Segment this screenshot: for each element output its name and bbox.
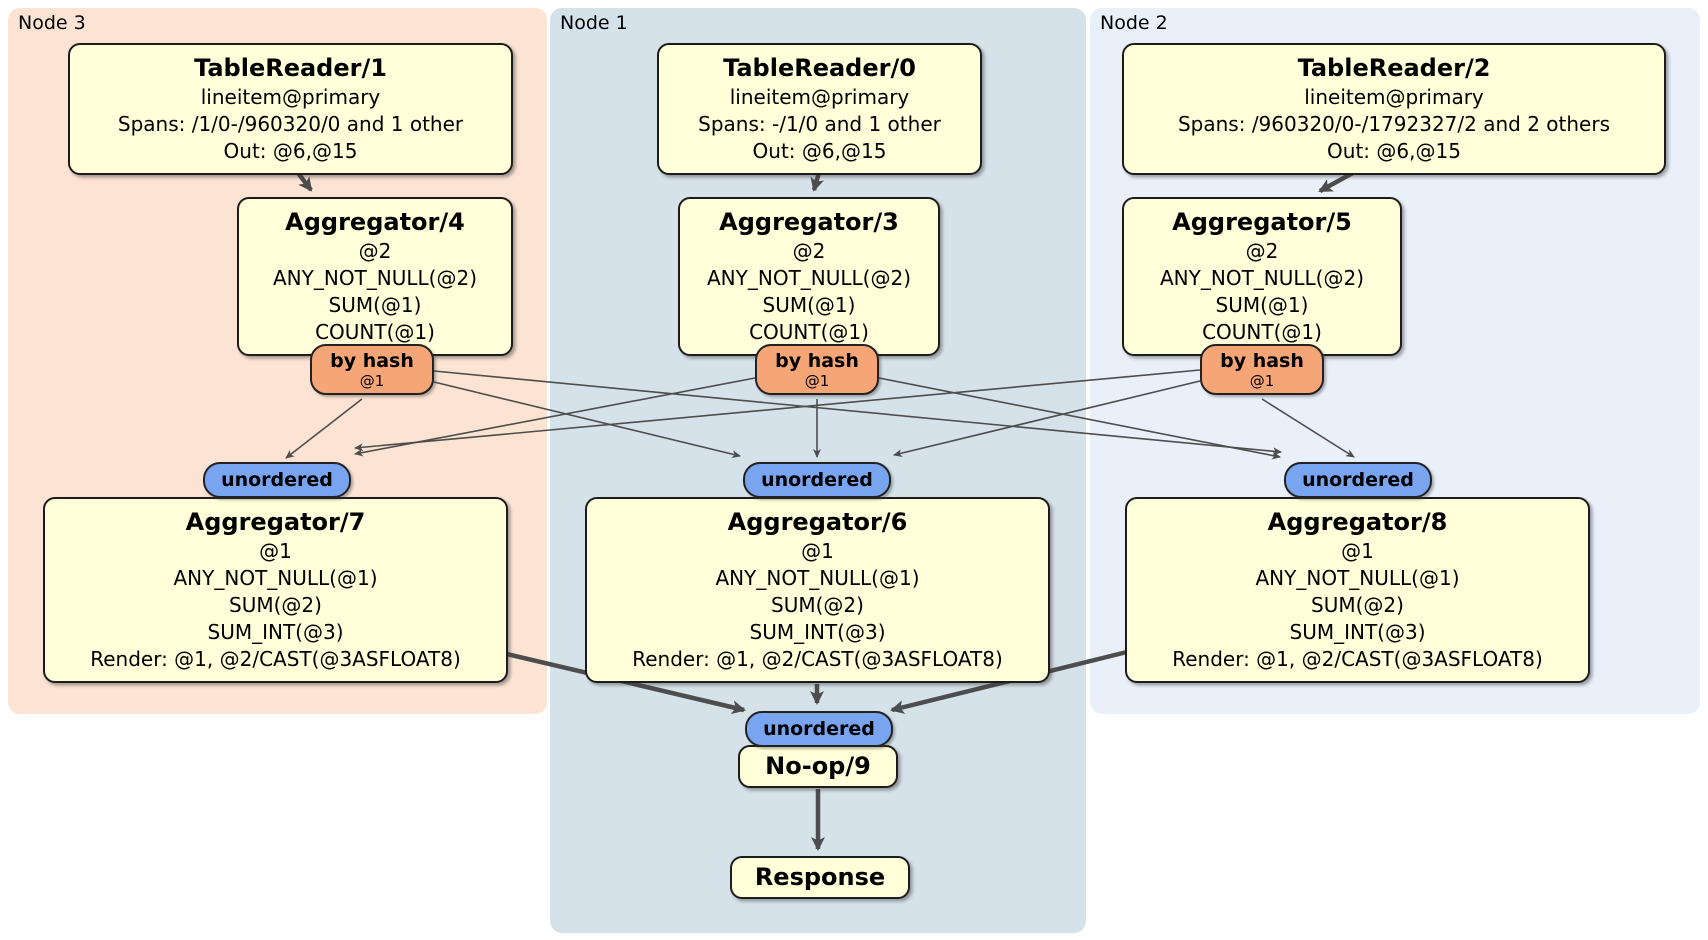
- processor-aggregator-7: Aggregator/7 @1 ANY_NOT_NULL(@1) SUM(@2)…: [43, 497, 508, 683]
- stream-label: unordered: [1302, 469, 1414, 491]
- processor-index: lineitem@primary: [1304, 85, 1484, 109]
- processor-group-cols: @1: [801, 539, 834, 563]
- processor-agg-fn: ANY_NOT_NULL(@2): [707, 266, 911, 290]
- region-label-node-1: Node 1: [560, 12, 628, 34]
- processor-agg-fn: ANY_NOT_NULL(@2): [273, 266, 477, 290]
- processor-agg-fn: SUM(@2): [1311, 593, 1404, 617]
- stream-label: unordered: [761, 469, 873, 491]
- processor-title: Aggregator/7: [185, 508, 366, 536]
- processor-render-expr: Render: @1, @2/CAST(@3ASFLOAT8): [1172, 647, 1543, 671]
- processor-title: No-op/9: [765, 752, 871, 780]
- processor-agg-fn: SUM(@2): [229, 593, 322, 617]
- processor-title: TableReader/2: [1297, 54, 1491, 82]
- region-label-node-2: Node 2: [1100, 12, 1168, 34]
- processor-agg-fn: ANY_NOT_NULL(@2): [1160, 266, 1364, 290]
- processor-index: lineitem@primary: [200, 85, 381, 109]
- processor-agg-fn: SUM_INT(@3): [207, 620, 344, 644]
- region-label-node-3: Node 3: [18, 12, 86, 34]
- edge-byhash3-to-unordered8: [878, 377, 1281, 460]
- edge-byhash4-to-unordered8: [433, 370, 1282, 456]
- processor-agg-fn: SUM_INT(@3): [749, 620, 886, 644]
- processor-title: Response: [754, 863, 886, 891]
- router-label: by hash: [1220, 350, 1304, 372]
- stream-unordered-7: unordered: [203, 462, 351, 498]
- processor-spans: Spans: -/1/0 and 1 other: [698, 112, 941, 136]
- processor-agg-fn: ANY_NOT_NULL(@1): [1255, 566, 1460, 590]
- stream-label: unordered: [221, 469, 333, 491]
- edge-byhash5-to-unordered6: [893, 380, 1201, 458]
- processor-aggregator-3: Aggregator/3 @2 ANY_NOT_NULL(@2) SUM(@1)…: [678, 197, 940, 356]
- edge-byhash4-to-unordered7: [285, 398, 363, 459]
- processor-title: Aggregator/8: [1267, 508, 1448, 536]
- stream-unordered-6: unordered: [743, 462, 891, 498]
- processor-out: Out: @6,@15: [223, 139, 358, 163]
- processor-tablereader-1: TableReader/1 lineitem@primary Spans: /1…: [68, 43, 513, 175]
- processor-group-cols: @2: [792, 239, 826, 263]
- processor-group-cols: @1: [1341, 539, 1374, 563]
- processor-out: Out: @6,@15: [752, 139, 887, 163]
- processor-render-expr: Render: @1, @2/CAST(@3ASFLOAT8): [632, 647, 1003, 671]
- router-label: by hash: [775, 350, 859, 372]
- processor-agg-fn: COUNT(@1): [1202, 320, 1322, 344]
- edge-byhash4-to-unordered6: [433, 381, 741, 459]
- processor-spans: Spans: /960320/0-/1792327/2 and 2 others: [1177, 112, 1610, 136]
- processor-agg-fn: SUM(@1): [328, 293, 422, 317]
- router-columns: @1: [1249, 372, 1275, 390]
- stream-unordered-9: unordered: [745, 711, 893, 747]
- stream-label: unordered: [763, 718, 875, 740]
- router-by-hash-3: by hash @1: [755, 344, 879, 395]
- processor-title: Aggregator/5: [1172, 208, 1352, 236]
- processor-group-cols: @2: [1245, 239, 1279, 263]
- processor-title: Aggregator/6: [727, 508, 908, 536]
- processor-aggregator-5: Aggregator/5 @2 ANY_NOT_NULL(@2) SUM(@1)…: [1122, 197, 1402, 356]
- processor-tablereader-2: TableReader/2 lineitem@primary Spans: /9…: [1122, 43, 1666, 175]
- router-columns: @1: [359, 372, 385, 390]
- processor-agg-fn: SUM_INT(@3): [1289, 620, 1426, 644]
- processor-group-cols: @1: [259, 539, 292, 563]
- processor-group-cols: @2: [358, 239, 392, 263]
- processor-out: Out: @6,@15: [1327, 139, 1461, 163]
- processor-title: TableReader/0: [723, 54, 916, 82]
- router-label: by hash: [330, 350, 414, 372]
- edge-byhash5-to-unordered8: [1261, 398, 1355, 458]
- processor-agg-fn: ANY_NOT_NULL(@1): [173, 566, 378, 590]
- processor-title: Aggregator/3: [719, 208, 899, 236]
- processor-agg-fn: SUM(@2): [771, 593, 864, 617]
- processor-title: TableReader/1: [194, 54, 387, 82]
- processor-aggregator-4: Aggregator/4 @2 ANY_NOT_NULL(@2) SUM(@1)…: [237, 197, 513, 356]
- router-by-hash-5: by hash @1: [1200, 344, 1324, 395]
- router-by-hash-4: by hash @1: [310, 344, 434, 395]
- processor-agg-fn: SUM(@1): [1215, 293, 1309, 317]
- processor-noop-9: No-op/9: [738, 745, 898, 788]
- processor-agg-fn: COUNT(@1): [749, 320, 869, 344]
- processor-agg-fn: ANY_NOT_NULL(@1): [715, 566, 920, 590]
- edge-byhash5-to-unordered7: [354, 369, 1201, 452]
- router-columns: @1: [804, 372, 830, 390]
- processor-aggregator-8: Aggregator/8 @1 ANY_NOT_NULL(@1) SUM(@2)…: [1125, 497, 1590, 683]
- stream-unordered-8: unordered: [1284, 462, 1432, 498]
- processor-spans: Spans: /1/0-/960320/0 and 1 other: [117, 112, 464, 136]
- processor-tablereader-0: TableReader/0 lineitem@primary Spans: -/…: [657, 43, 982, 175]
- processor-agg-fn: COUNT(@1): [315, 320, 435, 344]
- processor-index: lineitem@primary: [729, 85, 910, 109]
- processor-agg-fn: SUM(@1): [762, 293, 856, 317]
- processor-aggregator-6: Aggregator/6 @1 ANY_NOT_NULL(@1) SUM(@2)…: [585, 497, 1050, 683]
- processor-title: Aggregator/4: [285, 208, 465, 236]
- processor-response: Response: [730, 856, 910, 899]
- processor-render-expr: Render: @1, @2/CAST(@3ASFLOAT8): [90, 647, 461, 671]
